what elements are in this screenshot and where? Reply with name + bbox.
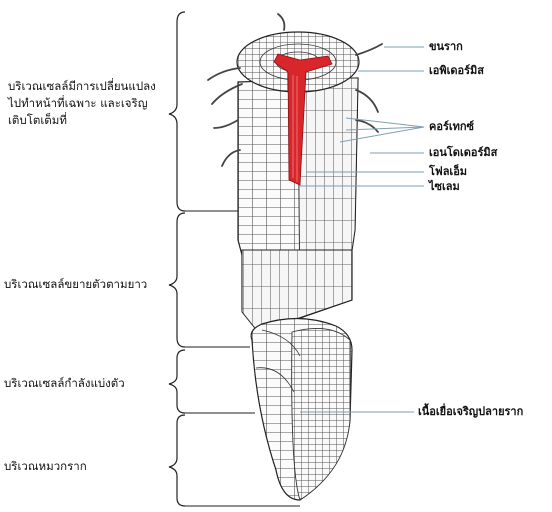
zone-label-division: บริเวณเซลล์กำลังแบ่งตัว bbox=[4, 375, 125, 392]
bracket-maturation bbox=[169, 12, 185, 211]
zone-label-elongation: บริเวณเซลล์ขยายตัวตามยาว bbox=[4, 276, 147, 293]
part-label-epidermis: เอพิเดอร์มิส bbox=[429, 64, 484, 77]
part-label-root-hair: ขนราก bbox=[429, 40, 463, 53]
bracket-root-cap bbox=[169, 415, 185, 506]
zone-label-root-cap: บริเวณหมวกราก bbox=[4, 458, 87, 475]
part-label-xylem: ไซเลม bbox=[429, 180, 460, 193]
root-tip-block bbox=[251, 318, 352, 500]
part-label-endodermis: เอนโดเดอร์มิส bbox=[429, 146, 497, 159]
bracket-elongation bbox=[169, 213, 185, 347]
part-label-cortex: คอร์เทกซ์ bbox=[429, 120, 474, 133]
bracket-division bbox=[169, 350, 185, 413]
part-label-phloem: โฟลเอ็ม bbox=[429, 165, 467, 178]
zone-label-maturation: บริเวณเซลล์มีการเปลี่ยนแปลง ไปทำหน้าที่เ… bbox=[8, 78, 156, 129]
part-label-apical-meristem: เนื้อเยื่อเจริญปลายราก bbox=[418, 405, 523, 418]
